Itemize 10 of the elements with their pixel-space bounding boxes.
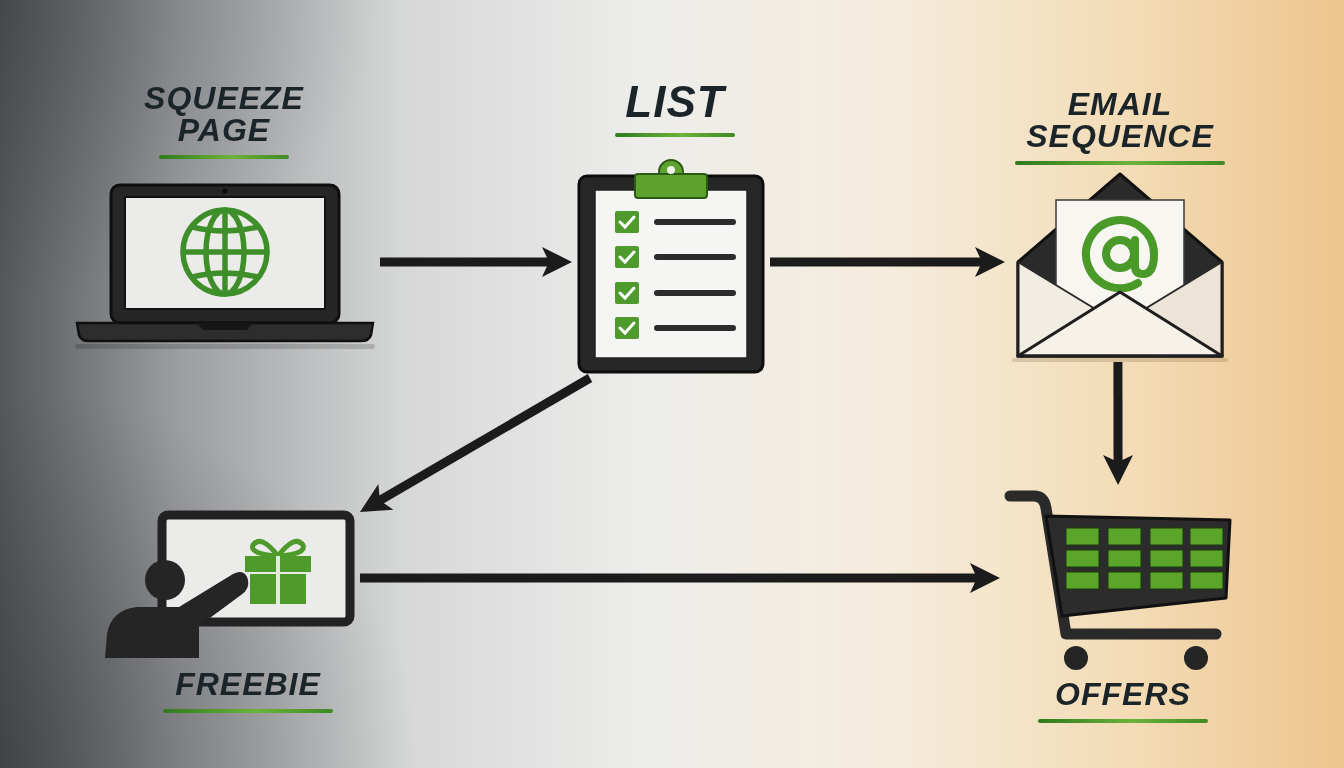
arrow — [380, 246, 572, 277]
arrow — [1103, 362, 1134, 485]
node-heading: LIST — [615, 80, 735, 140]
node-heading: SQUEEZE PAGE — [144, 82, 304, 162]
arrow — [360, 374, 593, 512]
node-heading: EMAIL SEQUENCE — [1015, 88, 1225, 168]
arrow — [770, 247, 1005, 278]
node-heading: OFFERS — [1038, 678, 1208, 726]
node-heading: FREEBIE — [163, 668, 333, 716]
arrow — [360, 563, 1000, 594]
